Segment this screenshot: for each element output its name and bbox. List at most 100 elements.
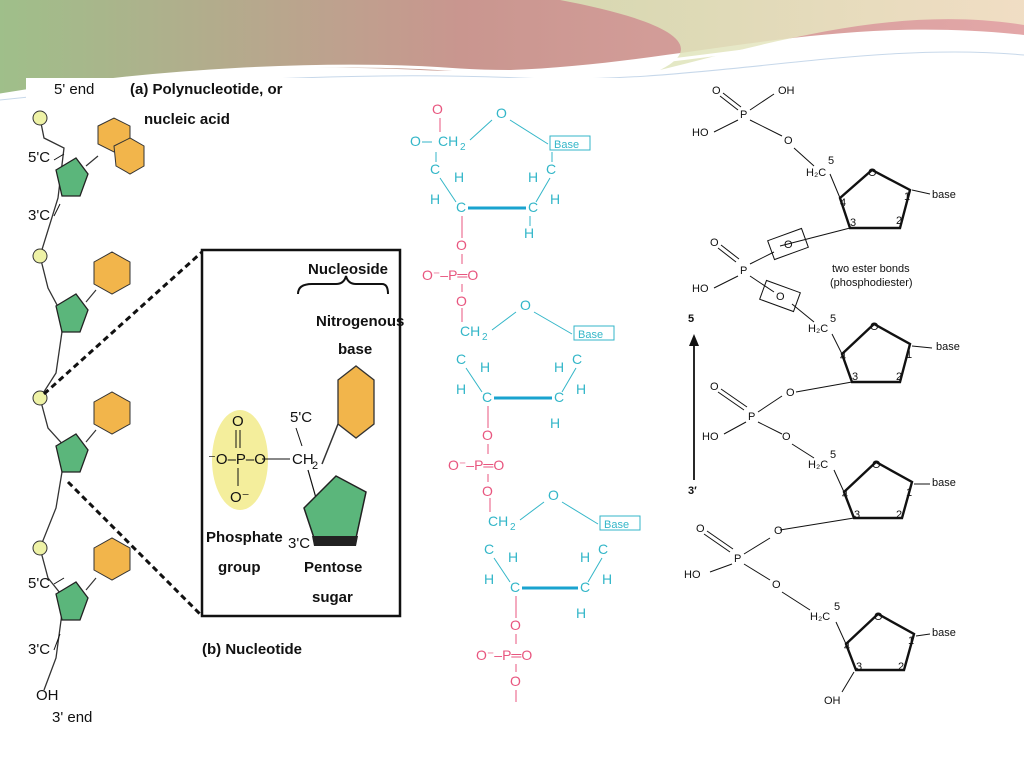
ester-o: O	[510, 617, 521, 633]
phosphate-group-label: Phosphate	[206, 529, 283, 546]
phosphate-row: O⁻–P═O	[448, 457, 504, 473]
inset-c3-label: 3'C	[288, 535, 310, 552]
oh-label: OH	[36, 687, 59, 704]
carbon-c: C	[482, 389, 492, 405]
ester-bond-box	[759, 279, 801, 313]
phosphodiester-chain-panel: O P OH HO O 5 H₂C O 4 2 3 1 base O O P H…	[674, 78, 1004, 714]
ester-o: O	[456, 237, 467, 253]
ring-o: O	[868, 167, 877, 179]
h2c-label: H₂C	[808, 459, 828, 471]
deoxyribose-unit: CH 2 O Base C C H H H H C C H O	[456, 297, 615, 443]
backbone-o: O	[410, 133, 421, 149]
ester-bonds-label-2: (phosphodiester)	[830, 277, 913, 289]
pentose-sugar-edge	[312, 536, 358, 546]
phos-ho: HO	[702, 431, 719, 443]
phos-p: P	[734, 553, 741, 565]
hydrogen-h: H	[508, 549, 518, 565]
carbon-3: 3	[850, 217, 856, 229]
ring-o: O	[548, 487, 559, 503]
carbon-2: 2	[898, 661, 904, 673]
carbon-5: 5	[834, 601, 840, 613]
carbon-3: 3	[856, 661, 862, 673]
hydrogen-h: H	[524, 225, 534, 241]
ch2-label: CH	[438, 133, 458, 149]
arrow-five-label: 5	[688, 313, 694, 325]
phosphate-row: O⁻–P═O	[476, 647, 532, 663]
h2c-label: H₂C	[808, 323, 828, 335]
ribose-ring	[840, 322, 912, 384]
phos-ho: HO	[692, 127, 709, 139]
phos-o: O	[784, 135, 793, 147]
carbon-c: C	[510, 579, 520, 595]
hydrogen-h: H	[602, 571, 612, 587]
base-box	[573, 325, 615, 341]
ring-o: O	[872, 459, 881, 471]
carbon-4: 4	[842, 489, 848, 501]
ring-o: O	[520, 297, 531, 313]
sugar-pentagon	[55, 581, 89, 621]
c5-label: 5'C	[28, 149, 50, 166]
ch2-sub: 2	[482, 332, 488, 343]
base-hexagon	[93, 251, 131, 295]
inset-c5-label: 5'C	[290, 409, 312, 426]
pentose-sugar-label: Pentose	[304, 559, 362, 576]
ch2-label: CH	[488, 513, 508, 529]
phosphate-row: O⁻–P═O	[422, 267, 478, 283]
ribose-ring	[842, 460, 914, 520]
phos-o: O	[712, 85, 721, 97]
carbon-1: 1	[906, 487, 912, 499]
nucleotide-caption: (b) Nucleotide	[202, 641, 302, 658]
ester-o: O	[482, 483, 493, 499]
hydrogen-h: H	[528, 169, 538, 185]
h2c-label: H₂C	[806, 167, 826, 179]
base-label: Base	[554, 139, 579, 151]
nitrogenous-base-label-2: base	[338, 341, 372, 358]
ribose-ring	[838, 168, 912, 230]
phosphate-group: O⁻–P═O O	[448, 444, 504, 499]
carbon-4: 4	[840, 197, 846, 209]
sugar-pentagon	[55, 157, 89, 197]
carbon-5: 5	[830, 449, 836, 461]
c3-label: 3'C	[28, 207, 50, 224]
backbone-o: O	[432, 101, 443, 117]
phosphate-node	[32, 110, 48, 126]
carbon-5: 5	[828, 155, 834, 167]
sugar-pentagon	[55, 293, 89, 333]
phos-p: P	[748, 411, 755, 423]
phosphate-o-top: O	[232, 413, 244, 430]
carbon-c: C	[598, 541, 608, 557]
ester-o: O	[776, 291, 785, 303]
phosphate-o-bottom: O⁻	[230, 489, 250, 506]
ester-bond-box	[767, 227, 809, 261]
ester-o: O	[782, 431, 791, 443]
hydrogen-h: H	[550, 415, 560, 431]
ester-o: O	[482, 427, 493, 443]
hydrogen-h: H	[576, 381, 586, 397]
hydrogen-h: H	[456, 381, 466, 397]
ring-o: O	[496, 105, 507, 121]
carbon-1: 1	[908, 635, 914, 647]
h2c-label: H₂C	[810, 611, 830, 623]
ester-o: O	[786, 387, 795, 399]
c3-label: 3'C	[28, 641, 50, 658]
ester-o: O	[784, 239, 793, 251]
ch2-sub: 2	[510, 522, 516, 533]
nucleoside-label: Nucleoside	[308, 261, 388, 278]
base-label: base	[936, 341, 960, 353]
ester-bonds-label: two ester bonds	[832, 263, 910, 275]
base-box	[549, 135, 591, 151]
phos-o: O	[710, 237, 719, 249]
deoxyribose-unit: O O CH 2 O Base C C H H H H C C H O	[410, 101, 591, 253]
base-hexagon	[337, 365, 375, 439]
phos-ho: HO	[684, 569, 701, 581]
three-prime-end-label: 3' end	[52, 709, 92, 726]
arrowhead-icon	[689, 334, 699, 346]
ch2-label: CH	[460, 323, 480, 339]
phosphate-node	[32, 390, 48, 406]
phosphate-group: O⁻–P═O O	[476, 634, 532, 702]
carbon-1: 1	[904, 191, 910, 203]
carbon-c: C	[456, 351, 466, 367]
carbon-4: 4	[840, 351, 846, 363]
arrow-three-label: 3′	[688, 485, 697, 497]
carbon-c: C	[546, 161, 556, 177]
